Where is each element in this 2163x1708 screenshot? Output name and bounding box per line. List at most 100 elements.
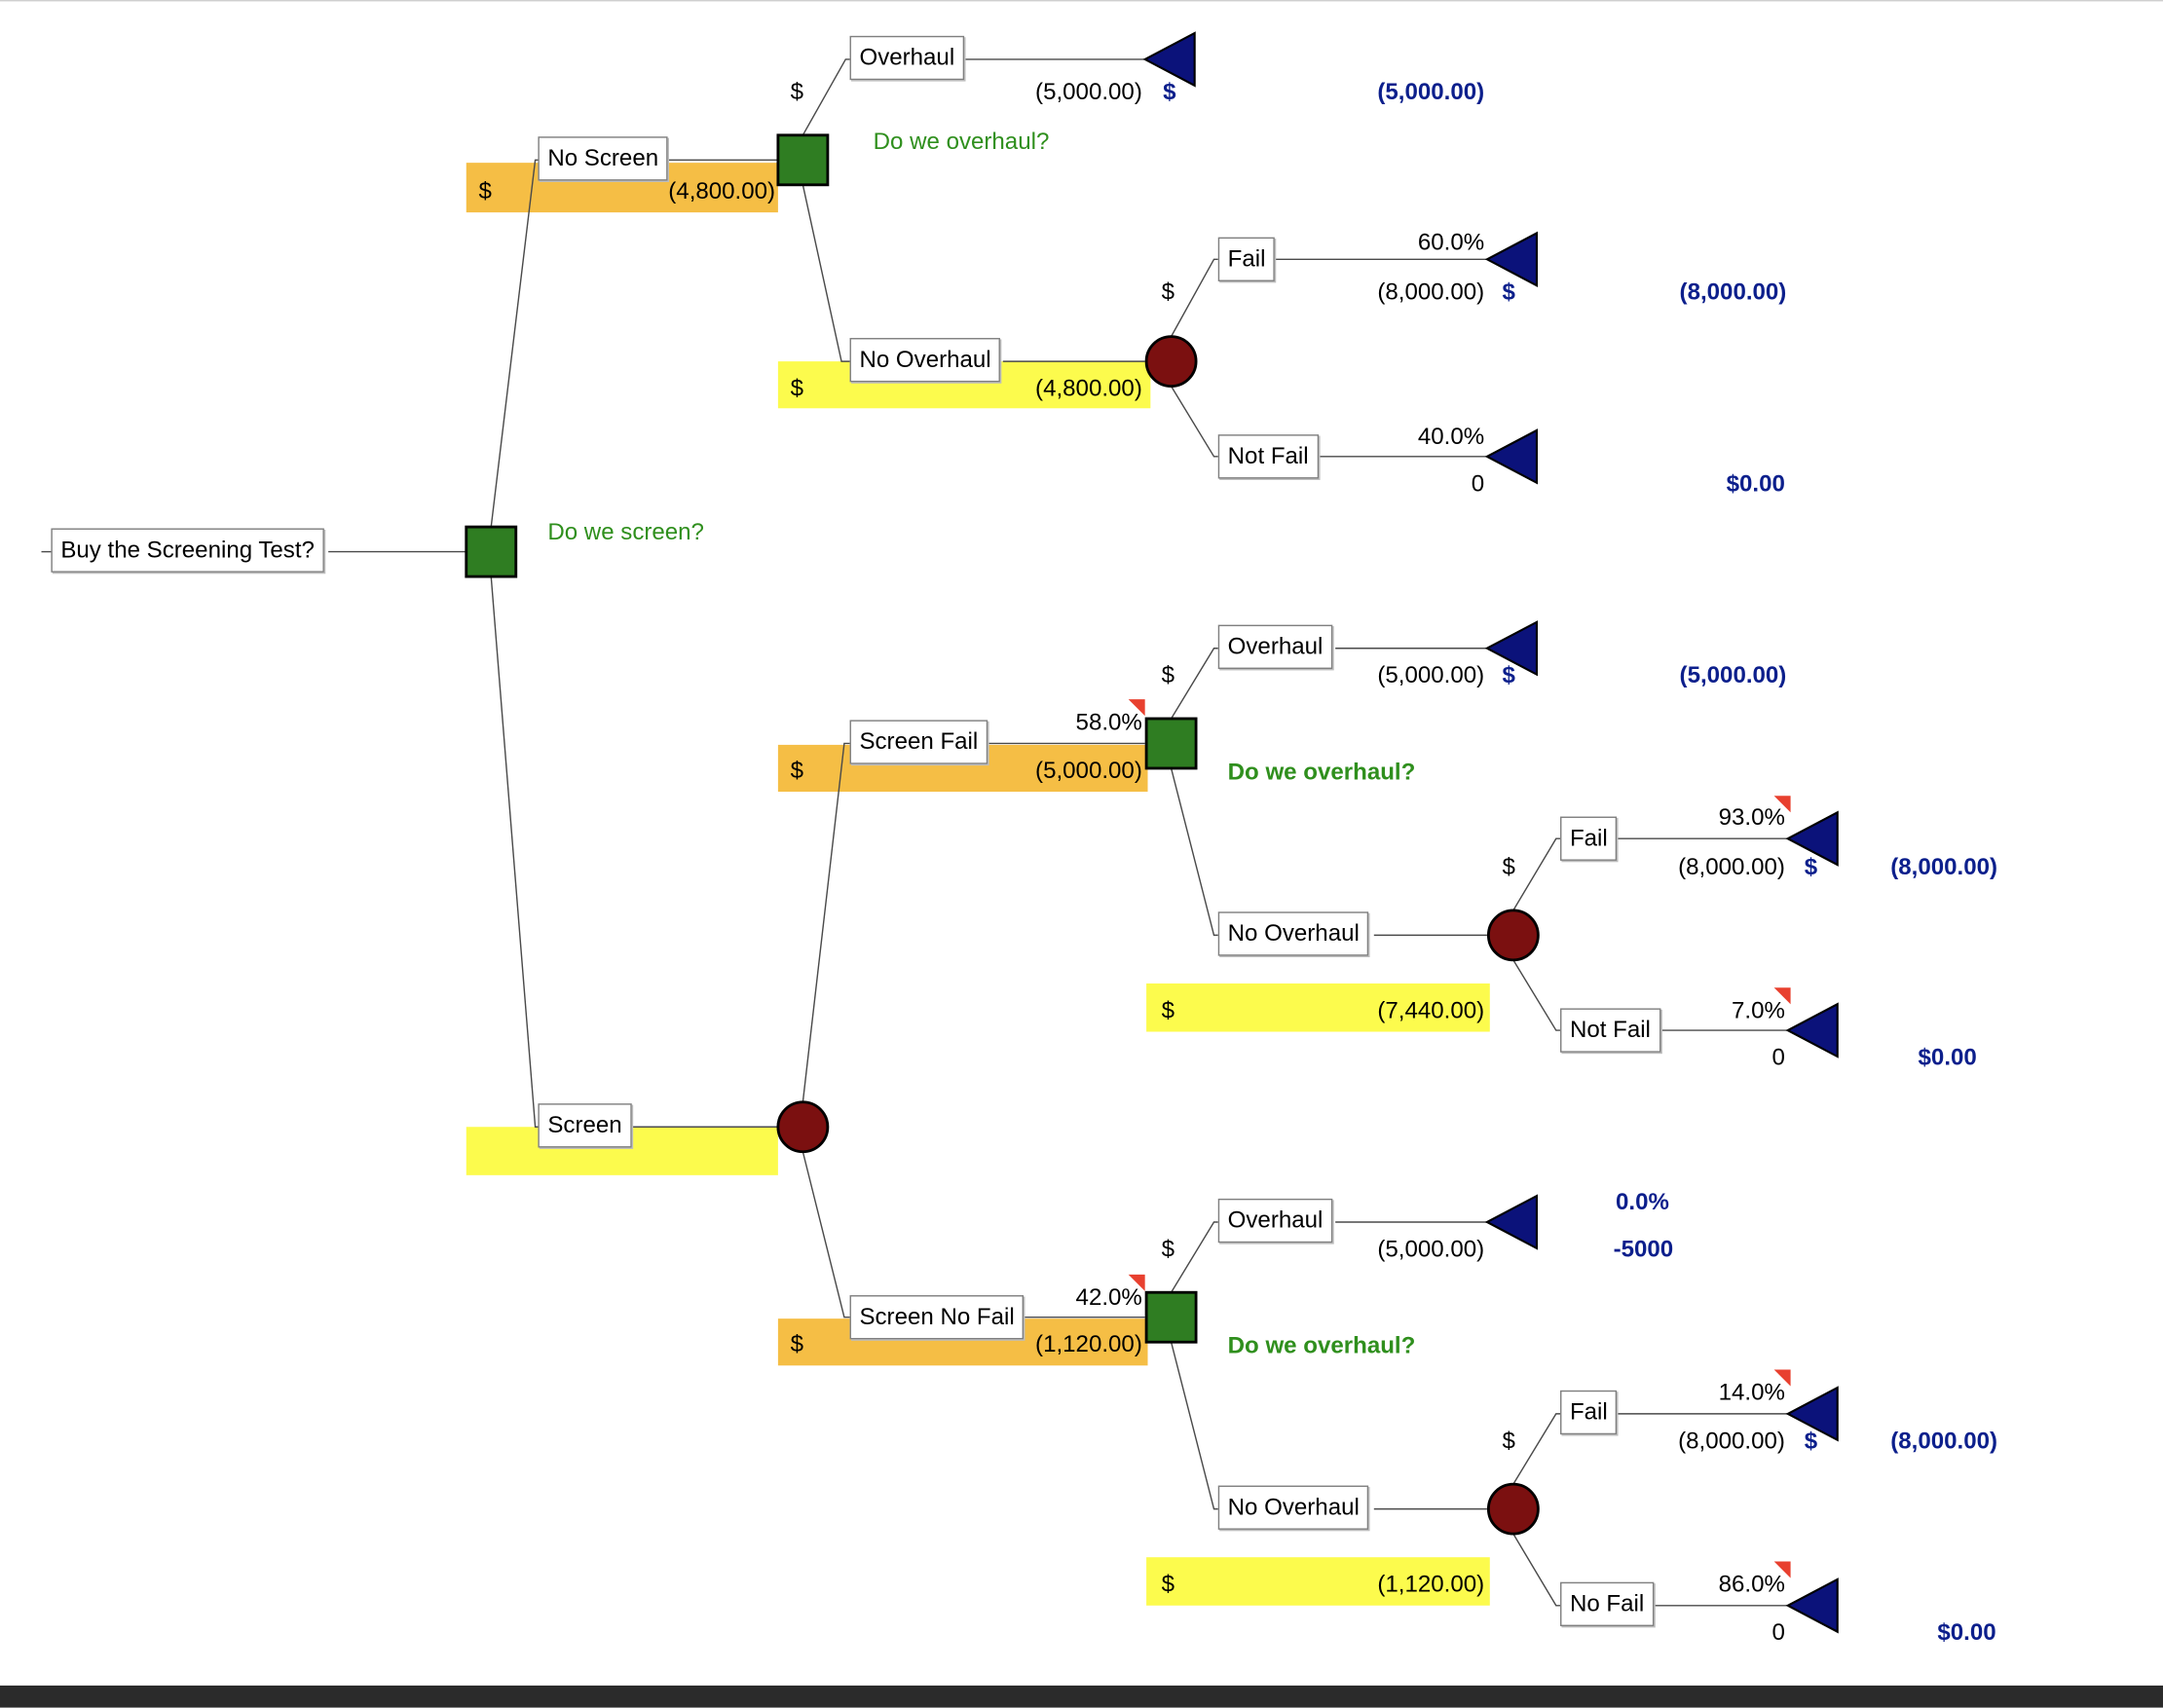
question-overhaul-1: Do we overhaul?: [873, 128, 1050, 155]
flag-screen-fail: [1128, 699, 1145, 717]
top-border: [0, 0, 2163, 2]
value-not-fail-1: 0: [1471, 470, 1485, 497]
prob-fail-3: 14.0%: [1718, 1379, 1785, 1406]
chance-node-2: [1486, 909, 1540, 962]
value-fail-3: (8,000.00): [1678, 1428, 1785, 1454]
terminal-node-not-fail-2: [1785, 1002, 1839, 1058]
prob-not-fail-2: 7.0%: [1732, 997, 1785, 1024]
value-no-overhaul-1: (4,800.00): [1035, 375, 1142, 402]
chance-node-1: [1144, 335, 1198, 389]
bottom-taskbar: [0, 1685, 2163, 1708]
branch-overhaul-3: Overhaul: [1217, 1198, 1333, 1244]
value-overhaul-3: (5,000.00): [1377, 1236, 1485, 1263]
flag-fail-3: [1773, 1369, 1791, 1387]
dollar-overhaul-2: $: [1161, 661, 1175, 688]
value-no-screen: (4,800.00): [668, 177, 776, 204]
branch-no-overhaul-2: No Overhaul: [1217, 911, 1369, 956]
flag-not-fail-2: [1773, 987, 1791, 1005]
payoff-not-fail-2: $0.00: [1918, 1044, 1977, 1071]
terminal-node-not-fail-1: [1484, 428, 1539, 485]
branch-not-fail-2: Not Fail: [1560, 1008, 1660, 1053]
question-overhaul-2: Do we overhaul?: [1227, 759, 1416, 785]
dollar-screen-fail: $: [790, 757, 804, 784]
terminal-node-overhaul-2: [1484, 620, 1539, 677]
end-dollar-overhaul-2: $: [1502, 661, 1515, 688]
payoff-no-fail-3: $0.00: [1937, 1618, 1996, 1646]
branch-screen-no-fail: Screen No Fail: [849, 1295, 1025, 1340]
decision-node-screen: [465, 525, 518, 578]
terminal-node-no-fail-3: [1785, 1578, 1839, 1634]
branch-no-overhaul-3: No Overhaul: [1217, 1485, 1369, 1530]
value-overhaul-1: (5,000.00): [1035, 78, 1142, 105]
branch-no-fail-3: No Fail: [1560, 1581, 1655, 1627]
decision-node-overhaul-3: [1144, 1290, 1198, 1344]
branch-screen: Screen: [538, 1103, 632, 1148]
value-screen-no-fail: (1,120.00): [1035, 1330, 1142, 1357]
payoff-overhaul-2: (5,000.00): [1679, 661, 1787, 688]
branch-no-screen: No Screen: [538, 136, 669, 181]
question-do-we-screen: Do we screen?: [547, 518, 704, 545]
branch-screen-fail: Screen Fail: [849, 720, 988, 764]
payoff-overhaul-3: -5000: [1613, 1236, 1674, 1263]
terminal-node-overhaul-3: [1484, 1194, 1539, 1250]
dollar-no-screen: $: [478, 177, 492, 204]
branch-fail-1: Fail: [1217, 237, 1276, 281]
terminal-node-fail-3: [1785, 1386, 1839, 1442]
value-fail-2: (8,000.00): [1678, 853, 1785, 880]
payoff-fail-3: (8,000.00): [1890, 1428, 1998, 1454]
end-dollar-fail-3: $: [1804, 1428, 1818, 1454]
decision-node-overhaul-1: [776, 133, 830, 187]
question-overhaul-3: Do we overhaul?: [1227, 1332, 1416, 1359]
dollar-no-overhaul-2: $: [1161, 997, 1175, 1024]
branch-not-fail-1: Not Fail: [1217, 434, 1319, 479]
value-overhaul-2: (5,000.00): [1377, 661, 1485, 688]
dollar-no-overhaul-3: $: [1161, 1571, 1175, 1598]
prob-overhaul-3: 0.0%: [1616, 1188, 1669, 1215]
value-no-overhaul-3: (1,120.00): [1377, 1571, 1485, 1598]
dollar-screen-no-fail: $: [790, 1330, 804, 1357]
highlight-no-overhaul-3: [1146, 1557, 1490, 1606]
prob-fail-2: 93.0%: [1718, 803, 1785, 831]
value-no-fail-3: 0: [1771, 1618, 1785, 1646]
flag-no-fail-3: [1773, 1561, 1791, 1578]
dollar-overhaul-3: $: [1161, 1236, 1175, 1263]
end-dollar-fail-2: $: [1804, 853, 1818, 880]
prob-no-fail-3: 86.0%: [1718, 1571, 1785, 1598]
value-no-overhaul-2: (7,440.00): [1377, 997, 1485, 1024]
end-dollar-fail-1: $: [1502, 278, 1515, 306]
flag-screen-no-fail: [1128, 1274, 1145, 1291]
end-dollar-overhaul-1: $: [1163, 78, 1176, 105]
payoff-fail-2: (8,000.00): [1890, 853, 1998, 880]
chance-node-3: [1486, 1482, 1540, 1536]
root-label: Buy the Screening Test?: [51, 528, 324, 573]
prob-screen-no-fail: 42.0%: [1075, 1283, 1142, 1311]
terminal-node-fail-2: [1785, 810, 1839, 867]
chance-dollar-1: $: [1161, 278, 1175, 306]
flag-fail-2: [1773, 796, 1791, 813]
terminal-node-fail-1: [1484, 231, 1539, 287]
branch-overhaul-1: Overhaul: [849, 35, 965, 81]
value-fail-1: (8,000.00): [1377, 278, 1485, 306]
payoff-fail-1: (8,000.00): [1679, 278, 1787, 306]
terminal-node-overhaul-1: [1142, 31, 1196, 88]
branch-overhaul-2: Overhaul: [1217, 624, 1333, 669]
payoff-overhaul-1: (5,000.00): [1377, 78, 1485, 105]
branch-fail-2: Fail: [1560, 816, 1618, 861]
highlight-no-overhaul-2: [1146, 983, 1490, 1032]
value-screen-fail: (5,000.00): [1035, 757, 1142, 784]
chance-dollar-2: $: [1502, 853, 1515, 880]
payoff-not-fail-1: $0.00: [1726, 470, 1785, 497]
dollar-overhaul-1: $: [790, 78, 804, 105]
branch-no-overhaul-1: No Overhaul: [849, 338, 1001, 383]
decision-node-overhaul-2: [1144, 717, 1198, 770]
prob-screen-fail: 58.0%: [1075, 709, 1142, 735]
value-not-fail-2: 0: [1771, 1044, 1785, 1071]
branch-fail-3: Fail: [1560, 1390, 1618, 1435]
prob-fail-1: 60.0%: [1417, 229, 1485, 256]
chance-dollar-3: $: [1502, 1428, 1515, 1454]
chance-node-screen: [776, 1100, 830, 1154]
prob-not-fail-1: 40.0%: [1417, 423, 1485, 450]
dollar-no-overhaul-1: $: [790, 375, 804, 402]
